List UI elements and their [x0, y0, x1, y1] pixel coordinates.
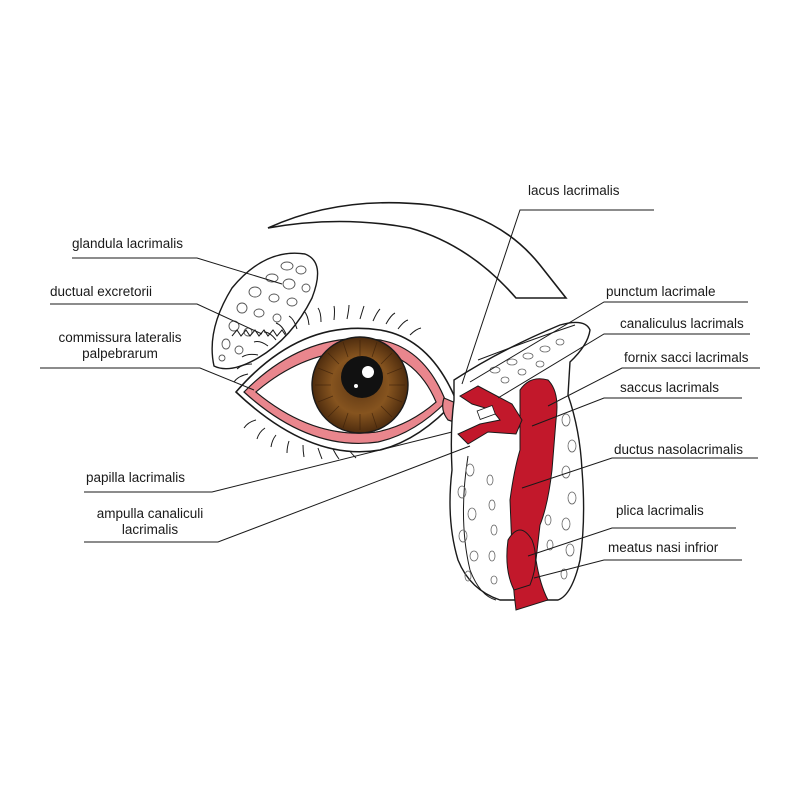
- label-ductus-nasolacrimalis: ductus nasolacrimalis: [614, 442, 744, 457]
- label-ampulla-canaliculi: ampulla canaliculi: [96, 506, 204, 521]
- label-commissura-lateralis: commissura lateralis: [58, 330, 182, 345]
- label-punctum-lacrimale: punctum lacrimale: [606, 284, 716, 299]
- lacrimal-gland: [211, 252, 319, 370]
- label-saccus-lacrimals: saccus lacrimals: [620, 380, 720, 395]
- eyelashes: [233, 304, 422, 460]
- pupil-highlight: [362, 366, 374, 378]
- pupil-highlight-small: [354, 384, 358, 388]
- pupil: [341, 356, 383, 398]
- eyebrow-shape: [267, 201, 568, 299]
- label-ductual-excretorii: ductual excretorii: [50, 284, 153, 299]
- meatus-fold: [506, 529, 536, 591]
- label-papilla-lacrimalis: papilla lacrimalis: [86, 470, 186, 485]
- label-lacus-lacrimalis: lacus lacrimalis: [528, 183, 620, 198]
- canaliculus-window: [476, 404, 496, 420]
- label-plica-lacrimalis: plica lacrimalis: [616, 503, 704, 518]
- label-fornix-sacci-lacrimals: fornix sacci lacrimals: [624, 350, 749, 365]
- leader-lines: [40, 209, 760, 579]
- label-palpebrarum: palpebrarum: [82, 346, 158, 361]
- label-canaliculus-lacrimals: canaliculus lacrimals: [620, 316, 744, 331]
- label-glandula-lacrimalis: glandula lacrimalis: [72, 236, 184, 251]
- label-ampulla-lacrimalis: lacrimalis: [121, 522, 179, 537]
- label-meatus-nasi-infrior: meatus nasi infrior: [608, 540, 719, 555]
